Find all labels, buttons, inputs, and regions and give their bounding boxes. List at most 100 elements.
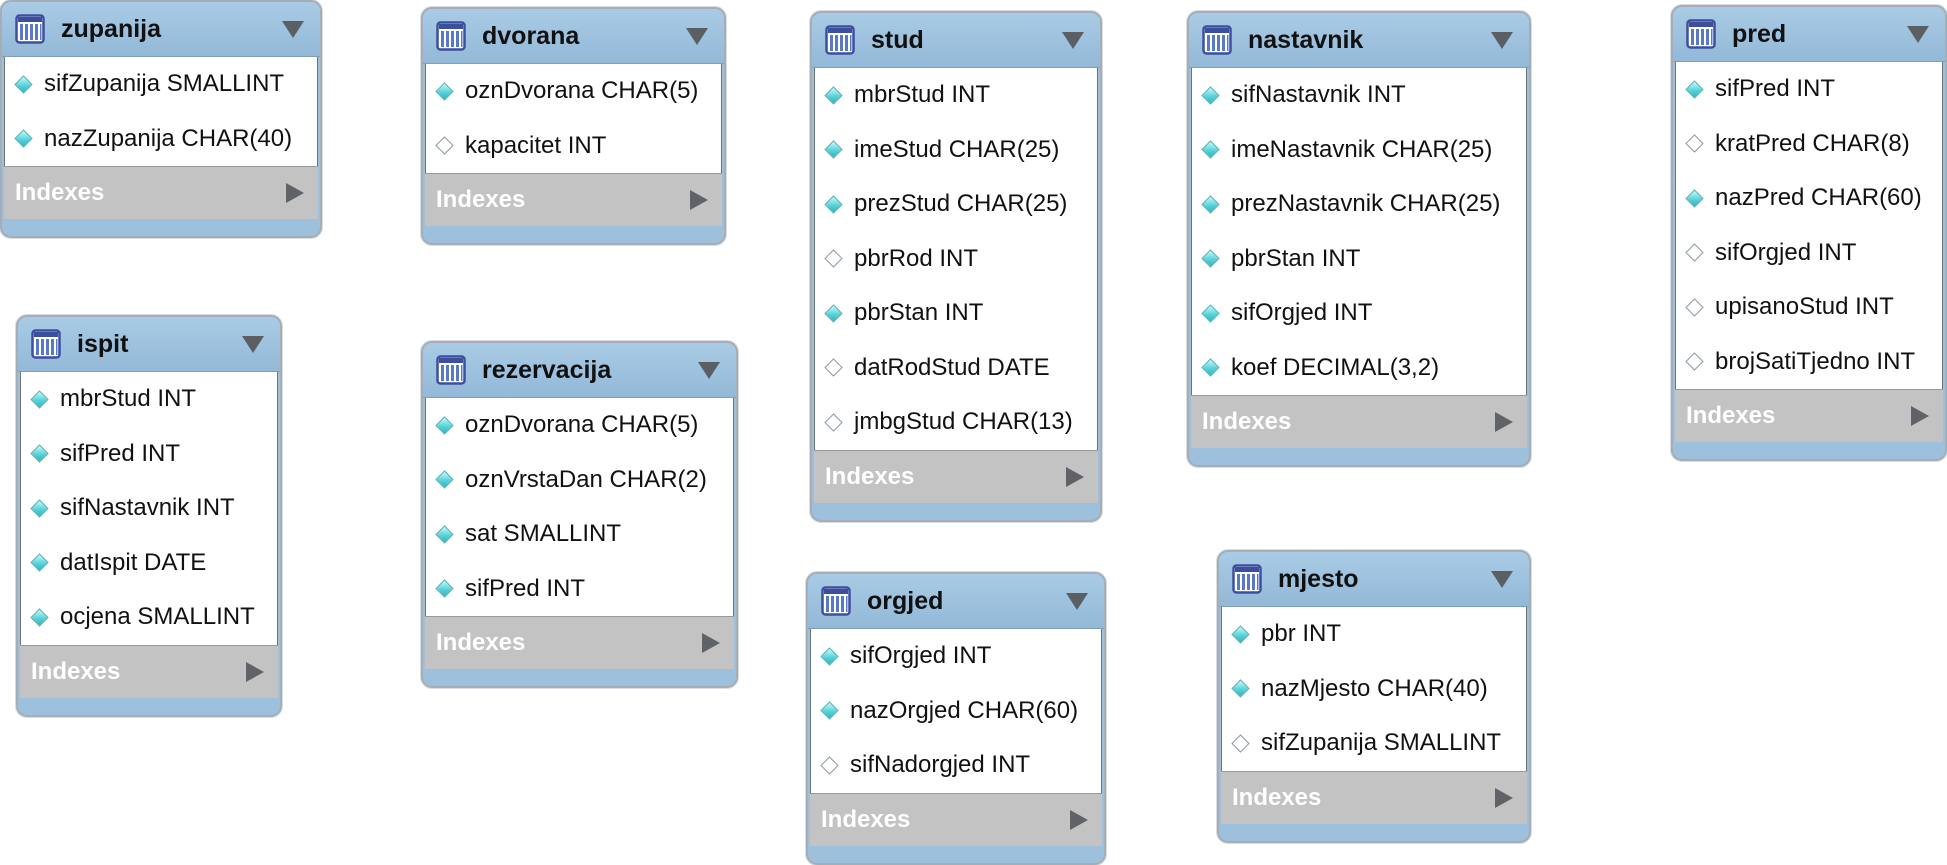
indexes-section[interactable]: Indexes [1191, 395, 1527, 448]
key-column-icon [1201, 249, 1220, 268]
column-label: pbrStan INT [1231, 244, 1361, 272]
table-mjesto[interactable]: mjesto pbr INT nazMjesto CHAR(40) sifZupani… [1217, 550, 1531, 843]
table-header[interactable]: ispit [18, 317, 280, 372]
table-header[interactable]: stud [812, 13, 1100, 68]
expand-indexes-icon[interactable] [246, 661, 264, 682]
expand-indexes-icon[interactable] [1495, 787, 1513, 808]
table-header[interactable]: zupanija [2, 2, 320, 57]
column-row[interactable]: sifPred INT [1676, 62, 1942, 117]
indexes-section[interactable]: Indexes [1221, 770, 1527, 824]
column-row[interactable]: sifZupanija SMALLINT [1222, 716, 1526, 771]
column-row[interactable]: oznDvorana CHAR(5) [426, 398, 733, 453]
column-row[interactable]: datIspit DATE [21, 536, 277, 591]
column-row[interactable]: sifNadorgjed INT [811, 738, 1101, 793]
table-header[interactable]: dvorana [423, 9, 724, 64]
column-label: sifPred INT [465, 574, 586, 602]
column-row[interactable]: koef DECIMAL(3,2) [1192, 341, 1526, 396]
column-row[interactable]: pbrRod INT [815, 232, 1097, 287]
key-column-icon [1201, 86, 1220, 105]
column-row[interactable]: prezNastavnik CHAR(25) [1192, 177, 1526, 232]
column-row[interactable]: pbr INT [1222, 607, 1526, 662]
column-row[interactable]: prezStud CHAR(25) [815, 177, 1097, 232]
collapse-arrow-icon[interactable] [1491, 570, 1513, 588]
expand-indexes-icon[interactable] [1495, 412, 1513, 432]
column-row[interactable]: nazOrgjed CHAR(60) [811, 684, 1101, 739]
expand-indexes-icon[interactable] [1066, 466, 1084, 487]
collapse-arrow-icon[interactable] [686, 27, 708, 45]
column-label: sifZupanija SMALLINT [1261, 729, 1502, 757]
table-footer [423, 226, 724, 243]
column-row[interactable]: sifPred INT [426, 562, 733, 617]
column-row[interactable]: ocjena SMALLINT [21, 590, 277, 645]
indexes-section[interactable]: Indexes [814, 449, 1098, 503]
column-row[interactable]: sifOrgjed INT [1676, 226, 1942, 281]
table-header[interactable]: rezervacija [423, 343, 736, 398]
key-column-icon [30, 608, 49, 627]
column-label: sifOrgjed INT [850, 642, 992, 670]
column-row[interactable]: pbrStan INT [1192, 232, 1526, 287]
table-rezervacija[interactable]: rezervacija oznDvorana CHAR(5) oznVrstaDan… [421, 341, 738, 688]
column-row[interactable]: sifZupanija SMALLINT [5, 57, 317, 112]
collapse-arrow-icon[interactable] [1907, 25, 1929, 43]
table-header[interactable]: mjesto [1219, 552, 1529, 607]
column-row[interactable]: brojSatiTjedno INT [1676, 335, 1942, 390]
table-header[interactable]: pred [1673, 7, 1945, 62]
column-label: nazZupanija CHAR(40) [44, 124, 293, 152]
column-row[interactable]: kratPred CHAR(8) [1676, 117, 1942, 172]
collapse-arrow-icon[interactable] [242, 335, 264, 353]
column-row[interactable]: sifPred INT [21, 427, 277, 482]
column-row[interactable]: pbrStan INT [815, 286, 1097, 341]
column-row[interactable]: mbrStud INT [21, 372, 277, 427]
table-icon [1232, 564, 1262, 594]
table-stud[interactable]: stud mbrStud INT imeStud CHAR(25)prezStud … [810, 11, 1102, 522]
indexes-section[interactable]: Indexes [1675, 389, 1943, 442]
indexes-section[interactable]: Indexes [4, 166, 318, 219]
column-label: pbrStan INT [854, 299, 984, 327]
collapse-arrow-icon[interactable] [282, 20, 304, 38]
table-orgjed[interactable]: orgjed sifOrgjed INT nazOrgjed CHAR(60)sif… [806, 572, 1106, 865]
column-row[interactable]: sifOrgjed INT [811, 629, 1101, 684]
column-row[interactable]: kapacitet INT [426, 119, 721, 174]
expand-indexes-icon[interactable] [286, 183, 304, 203]
column-row[interactable]: mbrStud INT [815, 68, 1097, 123]
expand-indexes-icon[interactable] [1911, 406, 1929, 426]
column-label: pbr INT [1261, 620, 1342, 648]
table-header[interactable]: orgjed [808, 574, 1104, 629]
column-list: pbr INT nazMjesto CHAR(40) sifZupanija SMA… [1221, 607, 1527, 771]
column-row[interactable]: oznDvorana CHAR(5) [426, 64, 721, 119]
column-row[interactable]: imeNastavnik CHAR(25) [1192, 123, 1526, 178]
table-footer [18, 698, 280, 715]
expand-indexes-icon[interactable] [1070, 809, 1088, 830]
column-row[interactable]: imeStud CHAR(25) [815, 123, 1097, 178]
indexes-section[interactable]: Indexes [810, 792, 1102, 846]
column-row[interactable]: sat SMALLINT [426, 507, 733, 562]
column-label: mbrStud INT [854, 81, 991, 109]
column-label: oznDvorana CHAR(5) [465, 411, 699, 439]
collapse-arrow-icon[interactable] [1491, 31, 1513, 49]
column-row[interactable]: sifOrgjed INT [1192, 286, 1526, 341]
column-row[interactable]: sifNastavnik INT [21, 481, 277, 536]
column-row[interactable]: nazMjesto CHAR(40) [1222, 662, 1526, 717]
column-row[interactable]: nazZupanija CHAR(40) [5, 112, 317, 167]
column-row[interactable]: nazPred CHAR(60) [1676, 171, 1942, 226]
collapse-arrow-icon[interactable] [1062, 31, 1084, 49]
collapse-arrow-icon[interactable] [1066, 592, 1088, 610]
indexes-section[interactable]: Indexes [20, 644, 278, 698]
indexes-section[interactable]: Indexes [425, 616, 734, 669]
column-row[interactable]: jmbgStud CHAR(13) [815, 395, 1097, 450]
indexes-section[interactable]: Indexes [425, 173, 722, 226]
table-header[interactable]: nastavnik [1189, 13, 1529, 68]
column-row[interactable]: sifNastavnik INT [1192, 68, 1526, 123]
column-row[interactable]: upisanoStud INT [1676, 280, 1942, 335]
indexes-label: Indexes [1202, 408, 1292, 435]
collapse-arrow-icon[interactable] [698, 361, 720, 379]
column-row[interactable]: oznVrstaDan CHAR(2) [426, 453, 733, 508]
column-row[interactable]: datRodStud DATE [815, 341, 1097, 396]
expand-indexes-icon[interactable] [702, 633, 720, 653]
expand-indexes-icon[interactable] [690, 190, 708, 210]
